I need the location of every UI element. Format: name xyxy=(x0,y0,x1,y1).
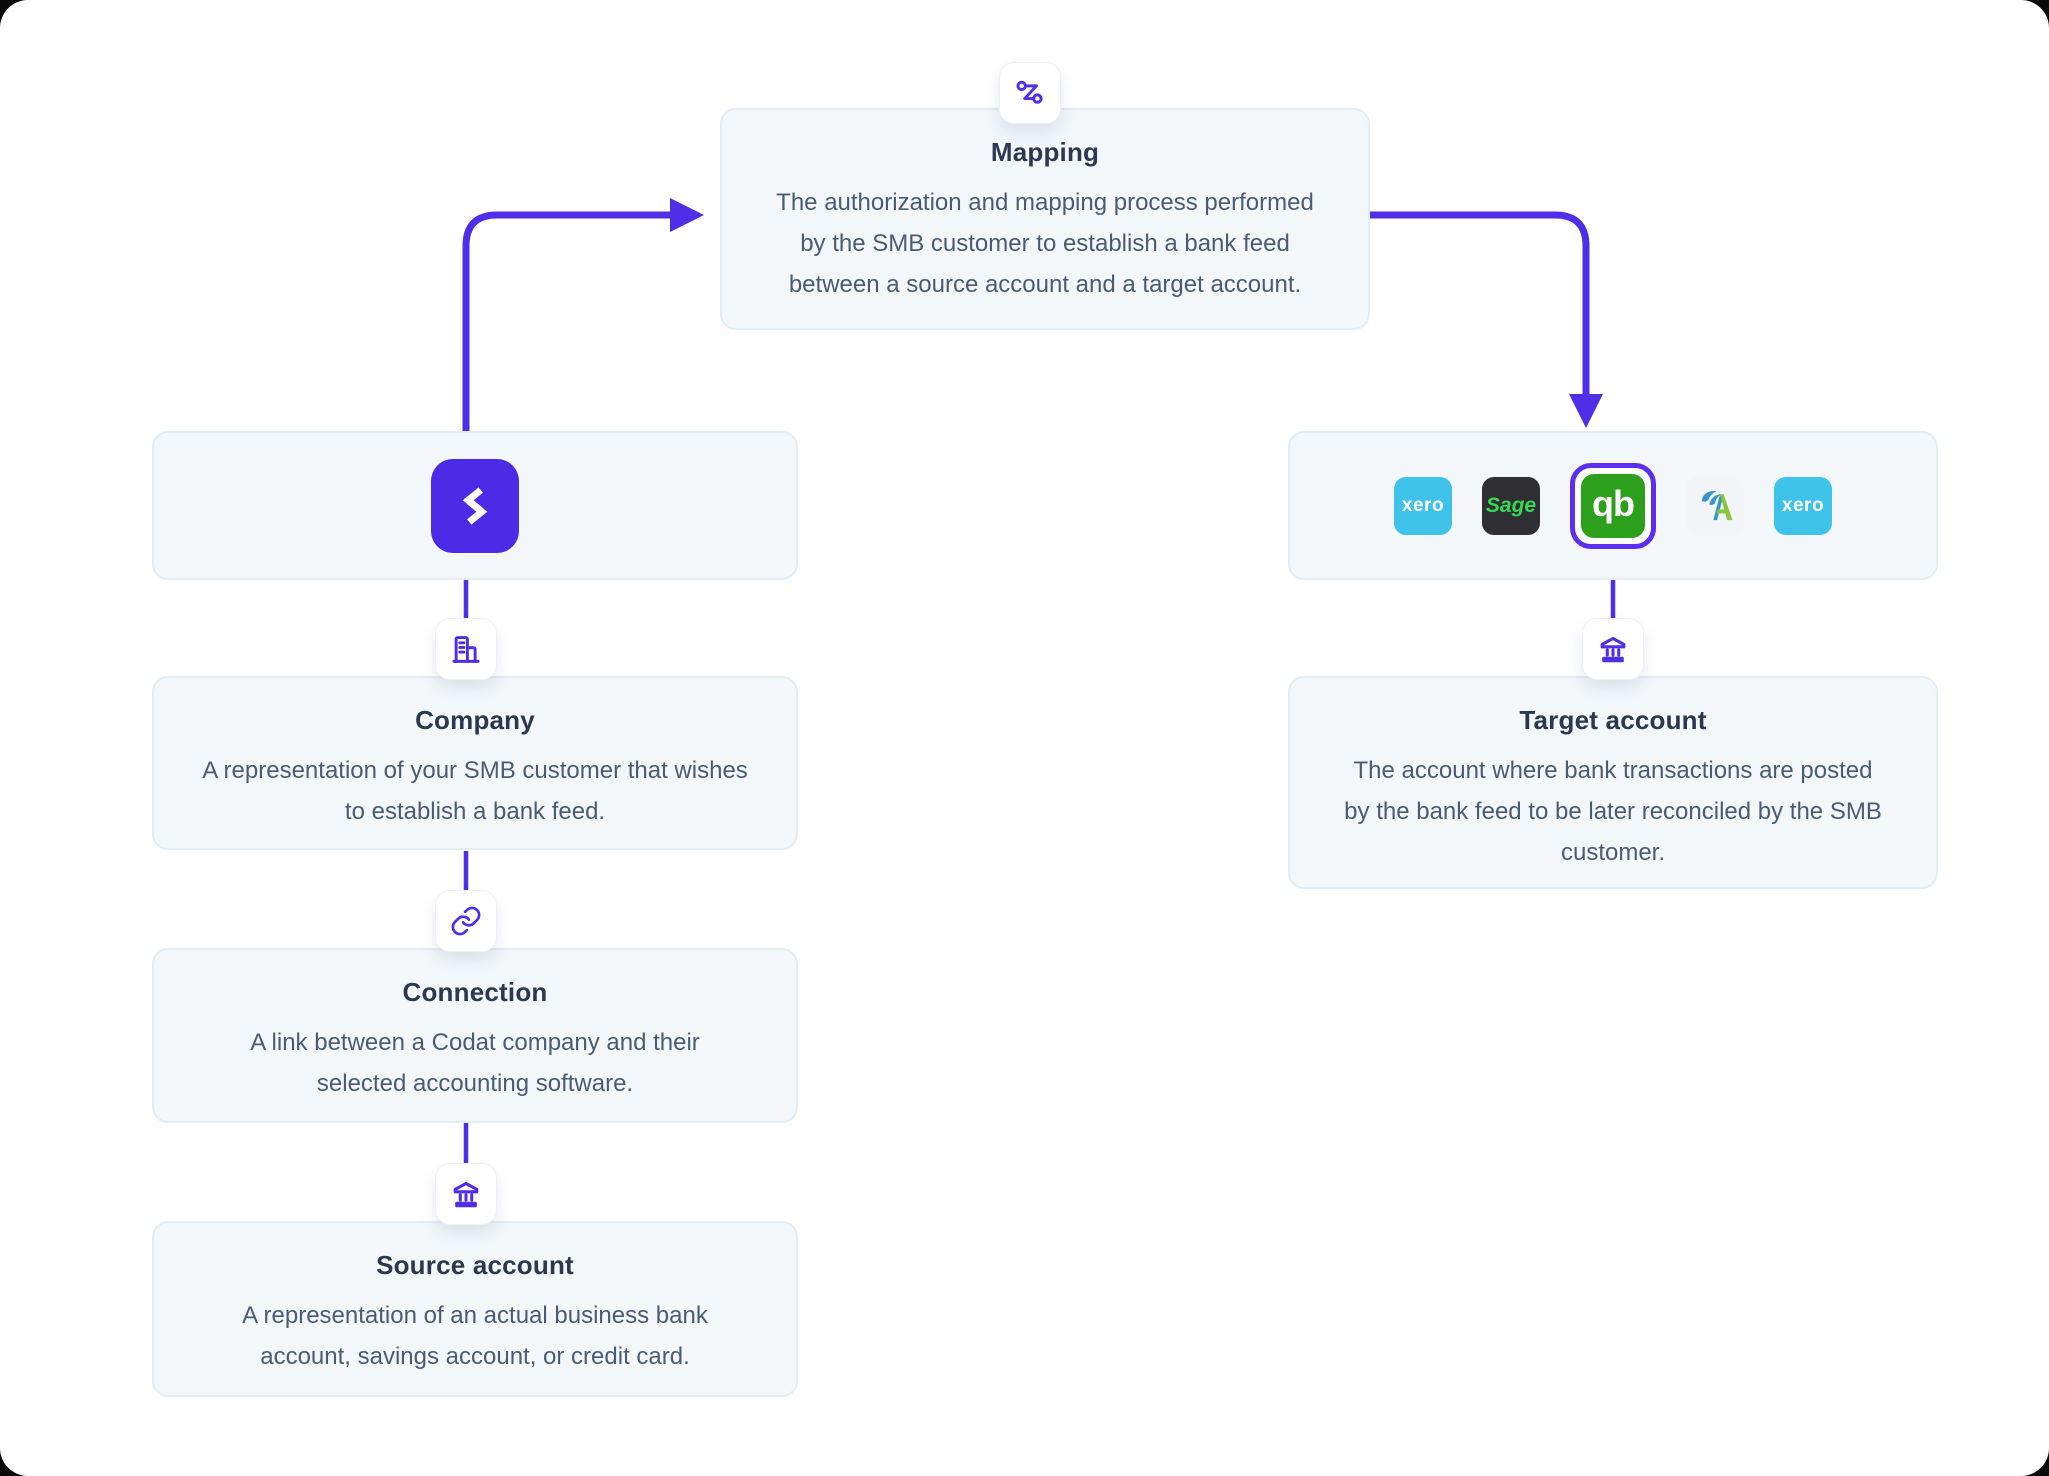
sage-logo[interactable]: Sage xyxy=(1482,476,1540,535)
quickbooks-logo[interactable]: qb xyxy=(1581,473,1645,538)
source-account-card: Source account A representation of an ac… xyxy=(152,1221,798,1397)
bank-icon-target xyxy=(1582,618,1644,680)
route-mapping-icon xyxy=(999,62,1061,124)
codat-company-box xyxy=(152,431,798,580)
integrations-box: xero Sage qb xero xyxy=(1288,431,1938,580)
company-title: Company xyxy=(415,705,535,735)
connection-description: A link between a Codat company and their… xyxy=(250,1029,700,1097)
xero-logo-2[interactable]: xero xyxy=(1774,476,1832,535)
connection-title: Connection xyxy=(402,977,548,1007)
mapping-card: Mapping The authorization and mapping pr… xyxy=(720,108,1370,330)
codat-logo xyxy=(431,458,519,553)
mapping-title: Mapping xyxy=(990,137,1100,167)
target-account-card: Target account The account where bank tr… xyxy=(1288,676,1938,889)
xero-logo[interactable]: xero xyxy=(1394,476,1452,535)
target-account-description: The account where bank transactions are … xyxy=(1344,757,1882,866)
target-account-title: Target account xyxy=(1519,705,1707,735)
arrow-mapping-to-integrations xyxy=(1370,211,1590,396)
connection-card: Connection A link between a Codat compan… xyxy=(152,948,798,1123)
freeagent-logo[interactable] xyxy=(1686,476,1744,535)
link-icon xyxy=(435,890,497,952)
mapping-description: The authorization and mapping process pe… xyxy=(776,189,1314,298)
source-account-description: A representation of an actual business b… xyxy=(242,1302,708,1370)
company-card: Company A representation of your SMB cus… xyxy=(152,676,798,850)
integration-logos: xero Sage qb xero xyxy=(1290,433,1936,578)
company-description: A representation of your SMB customer th… xyxy=(202,757,748,825)
arrow-company-to-mapping xyxy=(462,211,672,431)
selected-integration-ring[interactable]: qb xyxy=(1570,462,1656,549)
source-account-title: Source account xyxy=(376,1250,574,1280)
arrowhead-right xyxy=(670,198,704,232)
arrowhead-down xyxy=(1569,394,1603,428)
bank-icon-source xyxy=(435,1163,497,1225)
building-icon xyxy=(435,618,497,680)
